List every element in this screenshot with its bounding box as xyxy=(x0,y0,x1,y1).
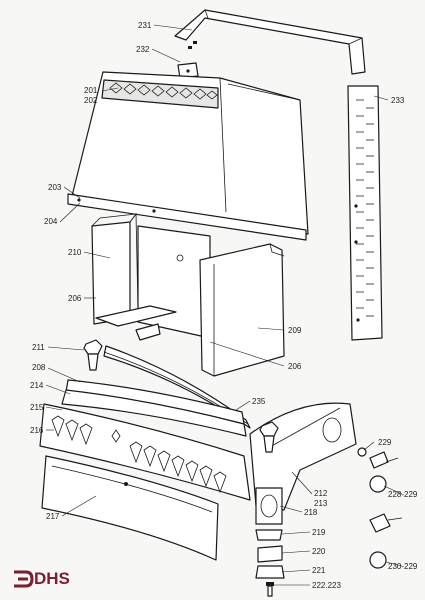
brand-logo-text: DHS xyxy=(34,569,70,588)
part-230-hinge xyxy=(369,513,403,569)
label-201: 201 xyxy=(84,86,98,95)
part-knob-right xyxy=(259,421,279,453)
label-213: 213 xyxy=(314,499,328,508)
part-229-hinge xyxy=(357,447,399,493)
label-222-223: 222.223 xyxy=(312,581,341,590)
label-212: 212 xyxy=(314,489,328,498)
part-210-back-panel xyxy=(91,212,139,325)
leader-lines xyxy=(45,24,403,586)
part-233-side-strip xyxy=(347,85,383,341)
label-219: 219 xyxy=(312,528,326,537)
part-217-ash-pan xyxy=(41,455,219,561)
label-220: 220 xyxy=(312,547,326,556)
label-231: 231 xyxy=(138,21,152,30)
part-206-base-plate xyxy=(95,305,177,327)
part-214-fret xyxy=(61,389,247,437)
label-206-right: 206 xyxy=(288,362,302,371)
label-216: 216 xyxy=(30,426,44,435)
label-232: 232 xyxy=(136,45,150,54)
part-220-block xyxy=(257,545,283,563)
label-235: 235 xyxy=(252,397,266,406)
label-217: 217 xyxy=(46,512,60,521)
dhs-logo-icon xyxy=(14,570,34,588)
part-218-tile xyxy=(255,487,283,525)
label-210: 210 xyxy=(68,248,82,257)
label-202: 202 xyxy=(84,96,98,105)
label-211: 211 xyxy=(32,343,45,352)
part-201-canopy xyxy=(71,71,309,235)
label-208: 208 xyxy=(32,363,46,372)
part-209-side-panel xyxy=(199,243,285,377)
part-firebox-wall xyxy=(137,225,211,339)
part-203-rail xyxy=(67,193,307,241)
label-229: 229 xyxy=(378,438,392,447)
label-228-229: 228-229 xyxy=(388,490,418,499)
label-209: 209 xyxy=(288,326,302,335)
part-215-front-fret xyxy=(39,403,251,501)
label-204: 204 xyxy=(44,217,58,226)
part-231-bracket xyxy=(174,9,366,75)
label-215: 215 xyxy=(30,403,44,412)
label-233: 233 xyxy=(391,96,405,105)
label-203: 203 xyxy=(48,183,62,192)
part-232-clip xyxy=(177,62,199,79)
label-230-229: 230-229 xyxy=(388,562,418,571)
label-214: 214 xyxy=(30,381,44,390)
label-206-left: 206 xyxy=(68,294,82,303)
part-222-screw xyxy=(266,582,274,597)
label-218: 218 xyxy=(304,508,318,517)
part-221-base xyxy=(255,565,285,579)
label-221: 221 xyxy=(312,566,326,575)
part-211-knob xyxy=(83,339,103,371)
part-219-plate xyxy=(255,529,283,541)
